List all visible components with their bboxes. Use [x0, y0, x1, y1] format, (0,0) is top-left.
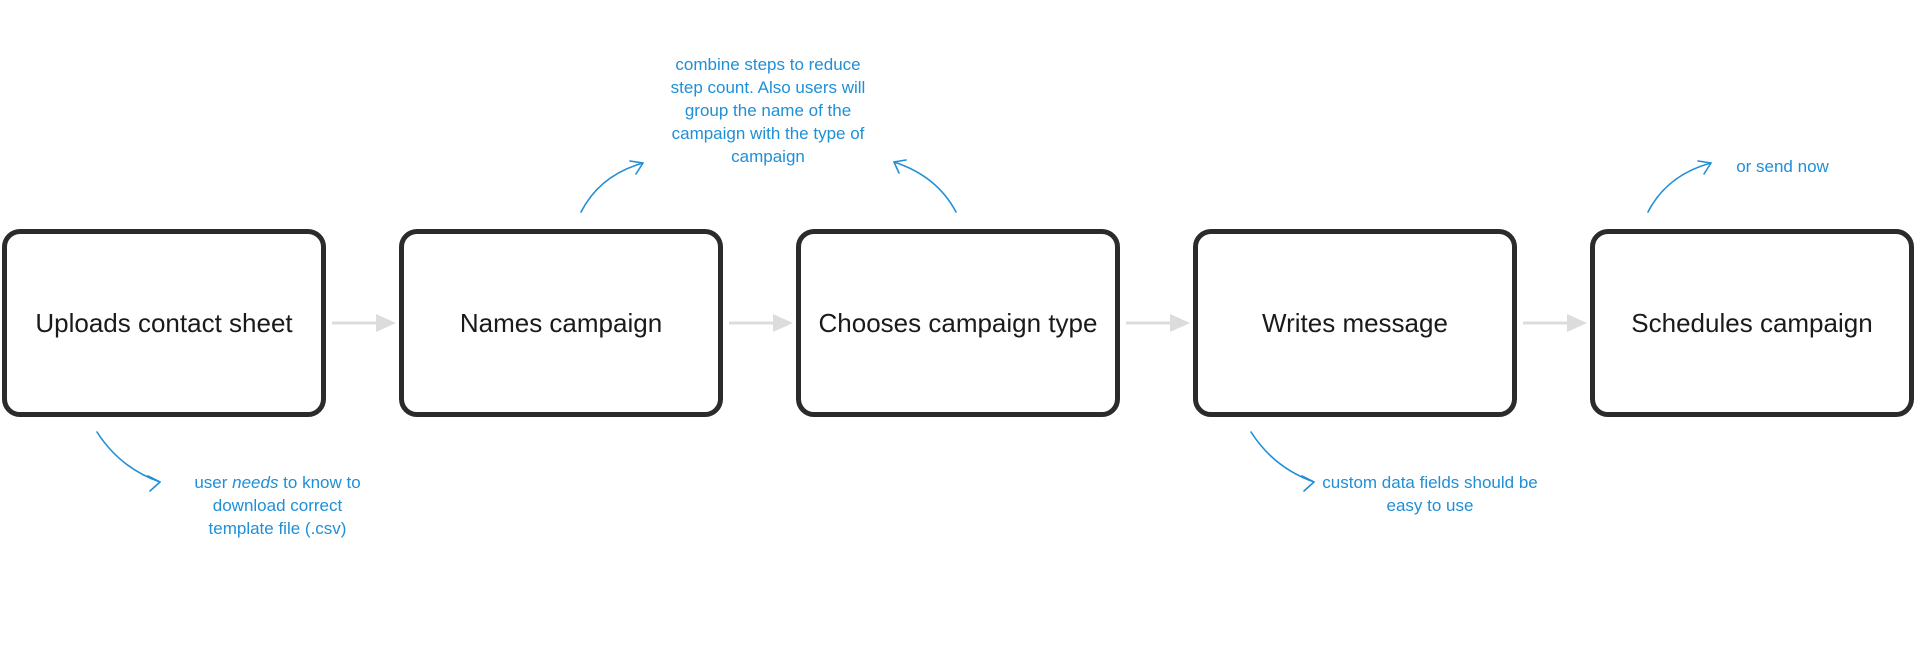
flow-arrow-4-5	[1523, 314, 1587, 332]
step-names-campaign: Names campaign	[399, 229, 723, 417]
annotation-arrow-campaign-type	[893, 159, 957, 213]
note-contact-sheet-suffix: to know to download correct template fil…	[208, 473, 361, 538]
annotation-arrow-names-campaign	[580, 160, 644, 213]
flow-arrow-1-2	[332, 314, 396, 332]
note-custom-fields: custom data fields should be easy to use	[1322, 473, 1538, 515]
note-send-now: or send now	[1736, 157, 1829, 176]
step-label: Chooses campaign type	[818, 307, 1098, 338]
annotation-arrow-writes-message	[1250, 431, 1315, 492]
step-schedules-campaign: Schedules campaign	[1590, 229, 1914, 417]
note-contact-sheet-emphasis: needs	[232, 473, 279, 492]
step-label: Uploads contact sheet	[35, 307, 293, 338]
annotation-arrow-schedules	[1647, 160, 1712, 213]
flow-arrow-3-4	[1126, 314, 1190, 332]
step-label: Schedules campaign	[1631, 307, 1873, 338]
step-chooses-campaign-type: Chooses campaign type	[796, 229, 1120, 417]
flow-arrow-2-3	[729, 314, 793, 332]
step-writes-message: Writes message	[1193, 229, 1517, 417]
annotation-arrow-contact-sheet	[96, 431, 161, 492]
step-uploads-contact-sheet: Uploads contact sheet	[2, 229, 326, 417]
note-contact-sheet-prefix: user	[194, 473, 233, 492]
note-contact-sheet: user needs to know to download correct t…	[180, 471, 375, 540]
note-combine-steps: combine steps to reduce step count. Also…	[670, 55, 866, 166]
step-label: Writes message	[1262, 307, 1448, 338]
step-label: Names campaign	[459, 307, 663, 338]
